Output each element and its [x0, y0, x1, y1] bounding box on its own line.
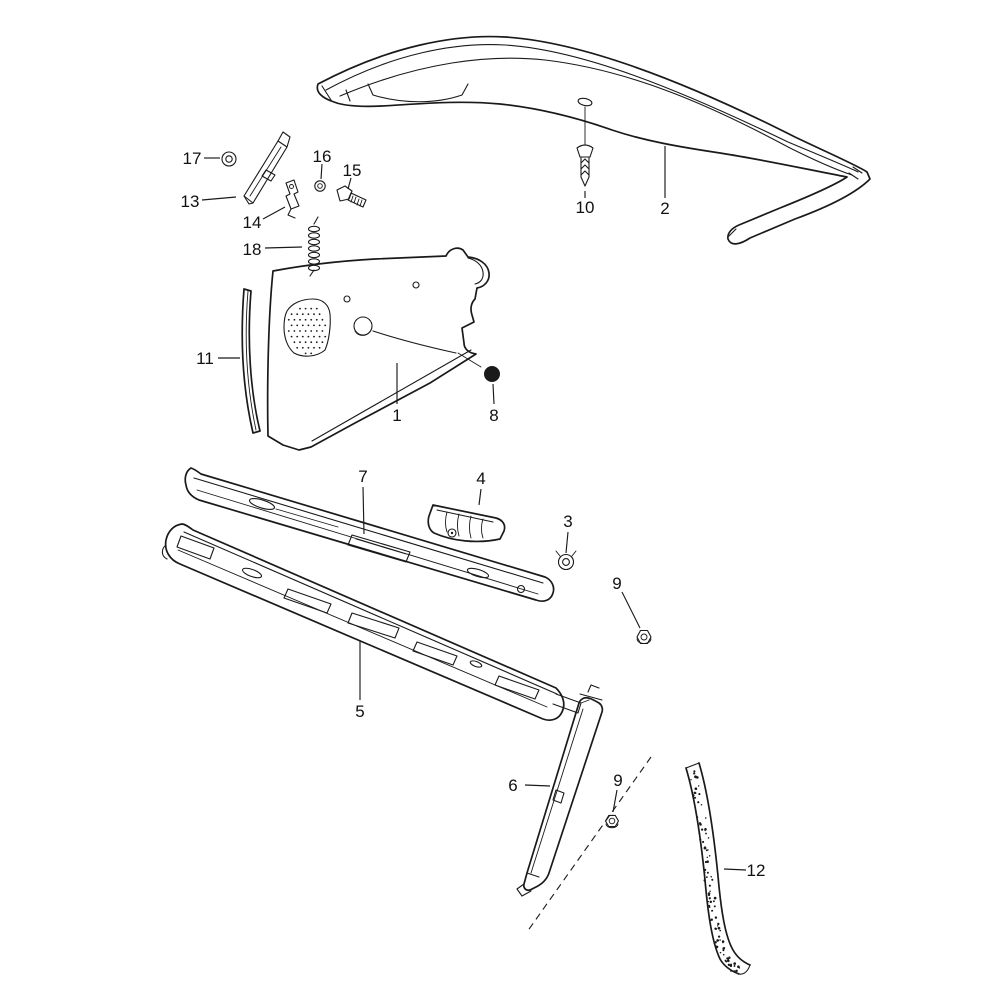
callout-label-15: 15: [343, 161, 362, 180]
callout-label-9: 9: [613, 771, 622, 790]
callout-label-2: 2: [660, 199, 669, 218]
callout-label-13: 13: [181, 192, 200, 211]
part-2-upper-trim-drawing: [316, 35, 871, 245]
part-11-trim-strip-drawing: [241, 288, 261, 434]
part-16-washer-drawing: [314, 180, 326, 192]
part-18-spring-drawing: [307, 216, 321, 277]
callout-label-6: 6: [508, 776, 517, 795]
callout-leader-8: [492, 383, 495, 405]
dashed-reference-line: [526, 756, 652, 933]
part-14-bracket-drawing: [285, 179, 300, 219]
callout-label-10: 10: [576, 198, 595, 217]
part-3-grommet-drawing: [555, 550, 577, 571]
callout-label-8: 8: [489, 406, 498, 425]
callout-label-18: 18: [243, 240, 262, 259]
part-8-plug-drawing: [484, 366, 500, 382]
callout-label-12: 12: [747, 861, 766, 880]
callout-leader-13: [201, 196, 237, 201]
callout-leader-16: [320, 163, 323, 180]
callout-label-16: 16: [313, 147, 332, 166]
callout-label-3: 3: [563, 512, 572, 531]
callout-leader-7: [362, 486, 365, 535]
speaker-grille-dots: [287, 307, 327, 355]
seal-texture-dots: [690, 770, 741, 973]
callout-leader-4: [478, 488, 482, 506]
callout-leader-6: [524, 784, 551, 787]
callout-label-9: 9: [612, 574, 621, 593]
part-5-trim-rail-drawing: [161, 523, 590, 722]
part-1-panel-drawing: [266, 247, 490, 451]
callout-label-4: 4: [476, 469, 485, 488]
part-6-pillar-trim-drawing: [516, 684, 604, 897]
callout-label-7: 7: [358, 467, 367, 486]
part-9-upper-nut-drawing: [636, 629, 652, 645]
callout-leader-3: [565, 531, 569, 554]
callout-leader-9: [621, 591, 641, 629]
callout-label-5: 5: [355, 702, 364, 721]
callout-leader-15: [347, 177, 352, 190]
part-10-fastener-drawing: [576, 106, 594, 187]
part-9-lower-nut-drawing: [604, 814, 620, 829]
callout-label-11: 11: [196, 349, 214, 368]
callout-label-1: 1: [392, 406, 401, 425]
part-15-screw-drawing: [336, 185, 367, 208]
part-17-nut-drawing: [221, 151, 237, 167]
part-12-seal-drawing: [685, 762, 751, 975]
part-13-retainer-drawing: [243, 131, 291, 205]
part-4-pad-drawing: [427, 504, 506, 543]
callout-label-14: 14: [243, 213, 262, 232]
callout-leader-12: [723, 868, 747, 871]
callout-leader-9: [612, 789, 618, 813]
callout-leader-18: [264, 246, 303, 249]
part-7-trim-rail-drawing: [184, 467, 555, 603]
callout-label-17: 17: [183, 149, 202, 168]
callout-leader-14: [262, 206, 286, 220]
